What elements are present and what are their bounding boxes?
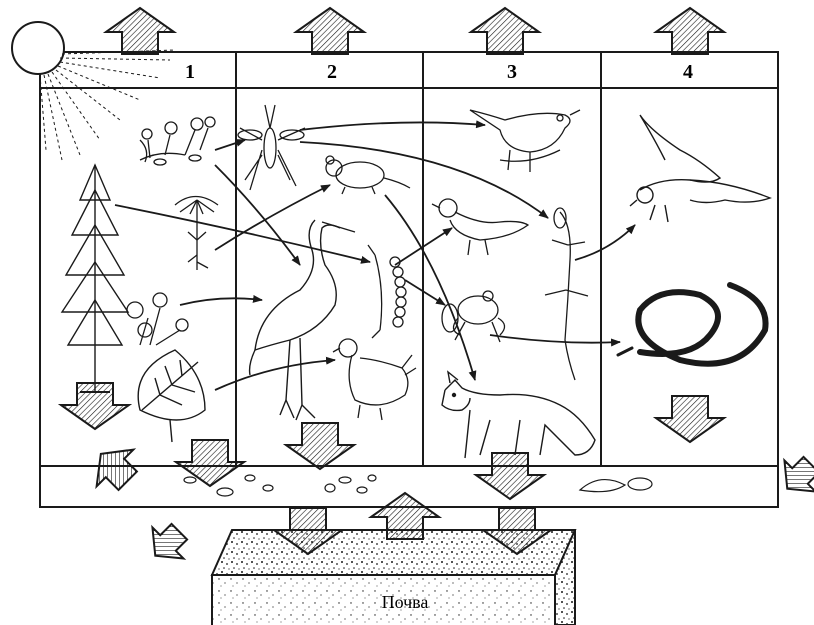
songbird-icon [470, 110, 580, 172]
ecosystem-frame [40, 52, 778, 507]
finch-icon [432, 199, 528, 255]
soil-label: Почва [382, 592, 429, 612]
heat-arrow-up-3 [471, 8, 539, 54]
fox-icon [442, 372, 595, 458]
heat-arrow-down-3 [286, 423, 354, 469]
heat-arrow-up-2 [296, 8, 364, 54]
heat-arrow-down-4 [476, 453, 544, 499]
snake-icon [618, 285, 766, 364]
bird-of-prey-icon [630, 115, 770, 222]
umbel-plant-icon [175, 197, 218, 271]
litter-debris [184, 475, 652, 496]
heron-icon [250, 220, 355, 420]
lizard-icon [545, 208, 588, 380]
heat-arrow-down-5 [656, 396, 724, 442]
column-label-3: 3 [507, 61, 517, 83]
wildflower-icon [127, 293, 188, 345]
heat-arrow-down-1 [61, 383, 129, 429]
spruce-icon [62, 165, 128, 392]
column-label-1: 1 [185, 61, 195, 83]
column-label-2: 2 [327, 61, 337, 83]
leaf-icon [138, 350, 205, 442]
heat-arrow-up-4 [656, 8, 724, 54]
mosquito-icon [238, 105, 305, 190]
heat-arrow-up-1 [106, 8, 174, 54]
column-label-4: 4 [683, 61, 693, 83]
frog-icon [442, 291, 505, 342]
arrow-diagonal-left-bottom [140, 516, 195, 571]
grouse-icon [333, 339, 416, 420]
flowering-plant-icon [140, 117, 215, 165]
arrow-diagonal-left-top [82, 435, 146, 499]
caterpillar-icon [368, 245, 406, 338]
mouse-icon [326, 156, 410, 194]
